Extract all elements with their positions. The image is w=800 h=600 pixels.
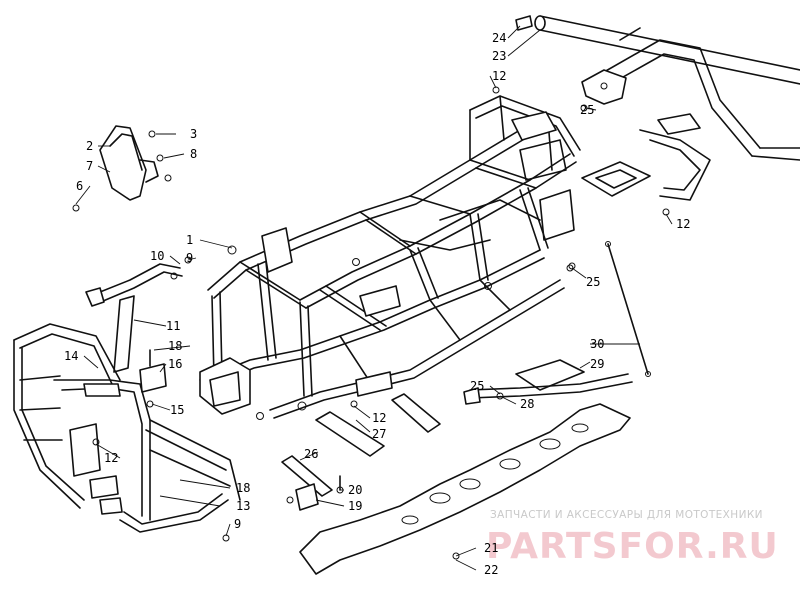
callout-11: 11 [166,319,180,333]
callout-9-top: 9 [186,251,193,265]
callout-30: 30 [590,337,604,351]
callout-26: 26 [304,447,318,461]
callout-19: 19 [348,499,362,513]
callout-12-right: 12 [676,217,690,231]
callout-21: 21 [484,541,498,555]
callout-9-bottom: 9 [234,517,241,531]
callout-labels: 1 2 3 6 7 8 9 9 10 11 12 12 12 12 13 14 … [64,31,690,577]
callout-24: 24 [492,31,506,45]
callout-25-right: 25 [586,275,600,289]
main-frame [199,95,581,420]
callout-14: 14 [64,349,78,363]
callout-25-bottom: 25 [470,379,484,393]
skid-plate [299,403,631,575]
watermark-tagline: ЗАПЧАСТИ И АКСЕССУАРЫ ДЛЯ МОТОТЕХНИКИ [490,509,763,521]
callout-6: 6 [76,179,83,193]
callout-10: 10 [150,249,164,263]
callout-28: 28 [520,397,534,411]
callout-1: 1 [186,233,193,247]
callout-29: 29 [590,357,604,371]
callout-7: 7 [86,159,93,173]
callout-16: 16 [168,357,182,371]
callout-27: 27 [372,427,386,441]
rear-rack [534,15,800,201]
callout-18-bottom: 18 [236,481,250,495]
callout-2: 2 [86,139,93,153]
callout-8: 8 [190,147,197,161]
leader-lines [75,25,673,571]
rod-part [605,241,651,377]
callout-15: 15 [170,403,184,417]
callout-18-left: 18 [168,339,182,353]
callout-12-center: 12 [372,411,386,425]
small-bracket [286,475,344,511]
callout-12-top: 12 [492,69,506,83]
watermark-logo: PARTSFOR.RU [486,526,779,567]
callout-25-top: 25 [580,103,594,117]
front-bracket [85,263,183,408]
rear-bracket [463,359,633,405]
callout-3: 3 [190,127,197,141]
watermark: ЗАПЧАСТИ И АКСЕССУАРЫ ДЛЯ МОТОТЕХНИКИ PA… [486,509,779,567]
underframe-strips [281,393,441,497]
callout-20: 20 [348,483,362,497]
callout-22: 22 [484,563,498,577]
callout-23: 23 [492,49,506,63]
callout-12-left: 12 [104,451,118,465]
front-bumper [13,323,241,542]
callout-13: 13 [236,499,250,513]
headlight-housing [72,125,172,212]
